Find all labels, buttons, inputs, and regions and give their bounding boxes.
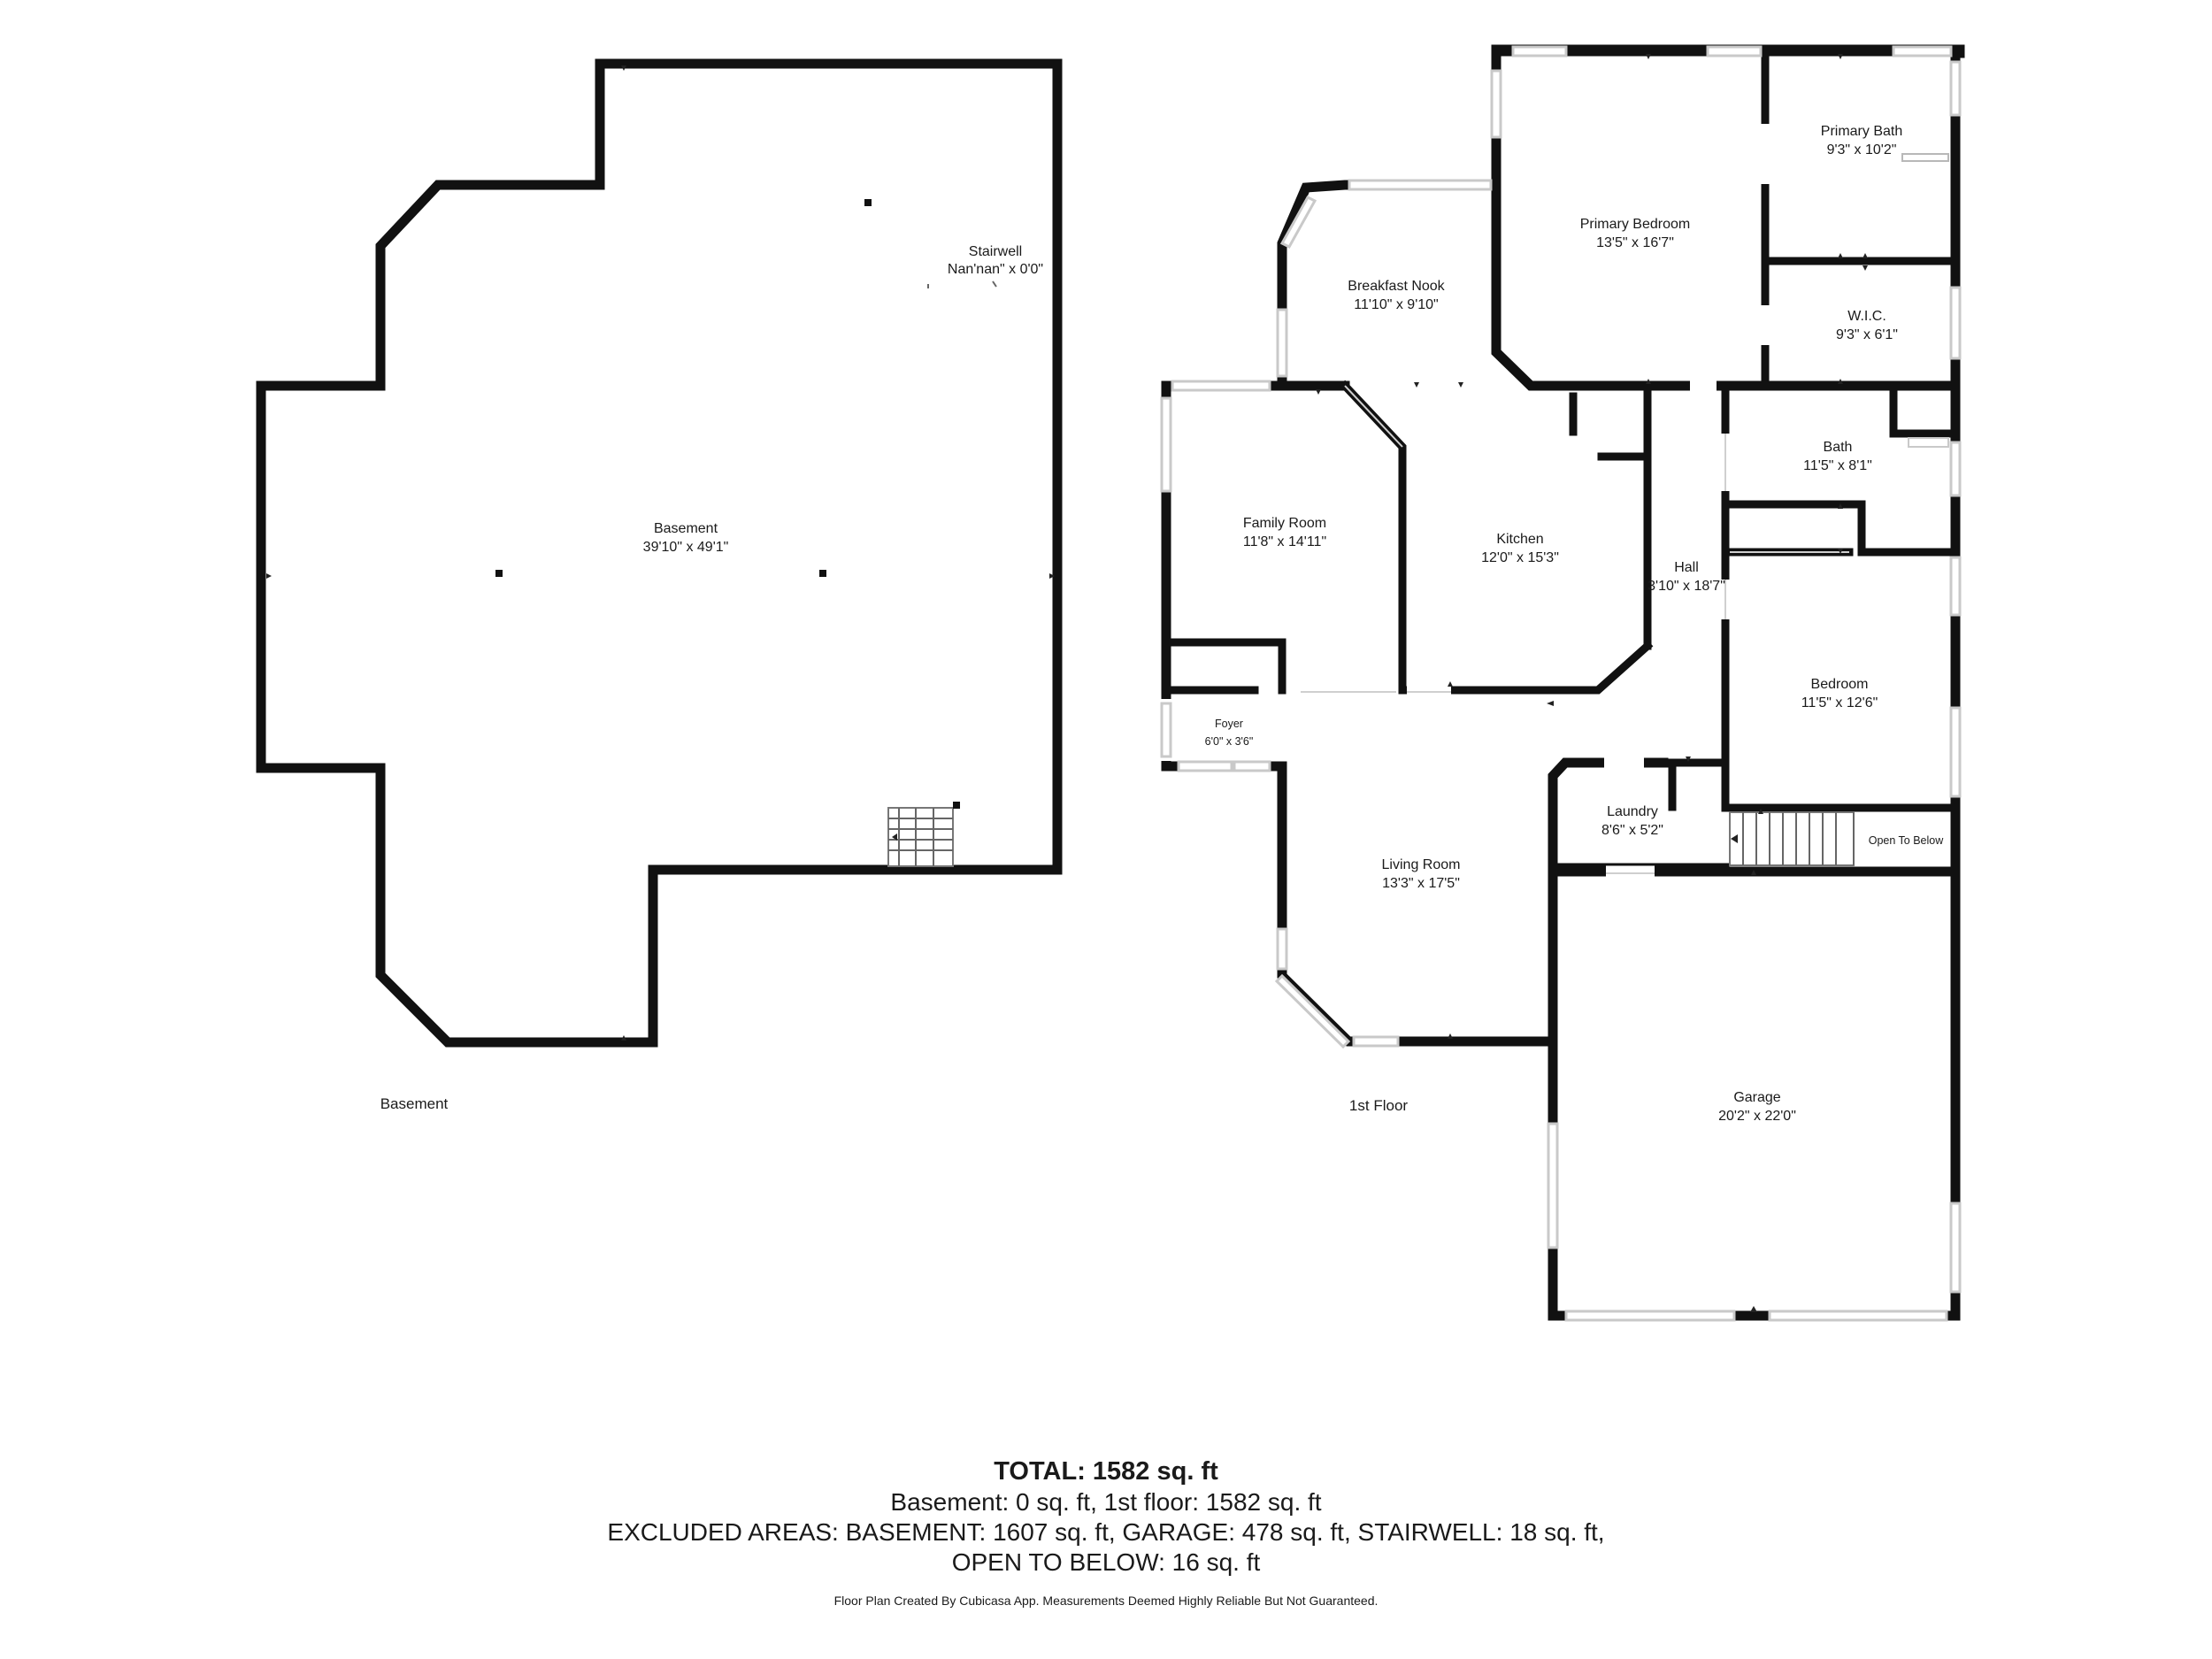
primary-bedroom-dims: 13'5" x 16'7"	[1596, 235, 1674, 250]
kitchen-name: Kitchen	[1496, 532, 1543, 547]
primary-bath-dims: 9'3" x 10'2"	[1827, 142, 1897, 157]
first-floor-label: 1st Floor	[1349, 1097, 1408, 1114]
bedroom-dims: 11'5" x 12'6"	[1801, 695, 1878, 710]
basement-plan: Basement 39'10" x 49'1" Stairwell Nan'na…	[256, 58, 1063, 1112]
basement-room-dims: 39'10" x 49'1"	[643, 540, 729, 555]
family-room-name: Family Room	[1243, 516, 1326, 531]
stairwell-room-dims: Nan'nan" x 0'0"	[948, 262, 1043, 277]
garage-name: Garage	[1733, 1090, 1780, 1105]
basement-stairs	[887, 802, 960, 867]
windows	[1160, 45, 1962, 1322]
first-floor-plan: Primary Bedroom 13'5" x 16'7" Primary Ba…	[1160, 44, 1965, 1322]
living-room-name: Living Room	[1382, 857, 1461, 872]
stairwell-room-name: Stairwell	[969, 244, 1022, 259]
breakfast-nook-name: Breakfast Nook	[1348, 279, 1445, 294]
wic-dims: 9'3" x 6'1"	[1836, 327, 1898, 342]
wic-name: W.I.C.	[1847, 309, 1886, 324]
kitchen-dims: 12'0" x 15'3"	[1481, 550, 1559, 565]
basement-outline	[256, 58, 1063, 1048]
garage-dims: 20'2" x 22'0"	[1718, 1109, 1796, 1124]
foyer-dims: 6'0" x 3'6"	[1205, 735, 1254, 748]
hall-dims: 3'10" x 18'7"	[1647, 579, 1725, 594]
living-room-dims: 13'3" x 17'5"	[1382, 876, 1460, 891]
exterior-wall-top	[1491, 44, 1965, 110]
first-floor-stairs	[1729, 811, 1855, 866]
garage-walls	[1548, 866, 1961, 1321]
laundry-dims: 8'6" x 5'2"	[1601, 823, 1663, 838]
basement-room-name: Basement	[654, 521, 718, 536]
bedroom-name: Bedroom	[1811, 677, 1869, 692]
excluded-areas: EXCLUDED AREAS: BASEMENT: 1607 sq. ft, G…	[607, 1518, 1605, 1546]
family-room-dims: 11'8" x 14'11"	[1243, 534, 1326, 549]
open-to-below-area: OPEN TO BELOW: 16 sq. ft	[951, 1548, 1261, 1576]
primary-bedroom-name: Primary Bedroom	[1580, 217, 1690, 232]
floor-areas: Basement: 0 sq. ft, 1st floor: 1582 sq. …	[890, 1488, 1322, 1516]
foyer-name: Foyer	[1215, 718, 1243, 730]
basement-floor-label: Basement	[380, 1095, 449, 1112]
disclaimer: Floor Plan Created By Cubicasa App. Meas…	[833, 1594, 1379, 1608]
primary-bath-name: Primary Bath	[1821, 124, 1902, 139]
open-to-below-label: Open To Below	[1869, 834, 1945, 847]
hall-name: Hall	[1674, 560, 1699, 575]
total-area: TOTAL: 1582 sq. ft	[994, 1457, 1218, 1486]
area-summary: TOTAL: 1582 sq. ft Basement: 0 sq. ft, 1…	[0, 1455, 2212, 1608]
breakfast-nook-dims: 11'10" x 9'10"	[1354, 297, 1438, 312]
family-room-exterior	[1161, 99, 1502, 772]
bath-name: Bath	[1824, 440, 1853, 455]
bath-dims: 11'5" x 8'1"	[1803, 458, 1872, 473]
laundry-name: Laundry	[1607, 804, 1658, 819]
